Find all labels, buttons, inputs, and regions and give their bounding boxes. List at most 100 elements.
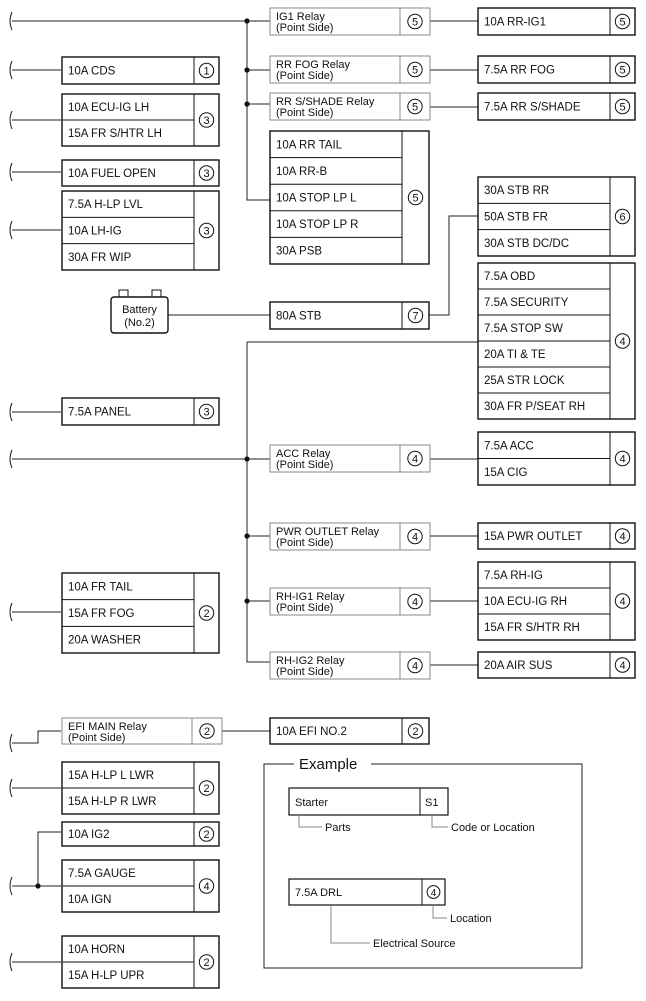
fuse-name: 10A IGN	[68, 894, 111, 906]
fuse-location-circle	[614, 528, 631, 544]
fuse-group: 7.5A PANEL 3	[61, 397, 220, 426]
relay-side: (Point Side)	[276, 107, 333, 119]
fuse-location: 1	[203, 66, 209, 78]
fuse-box	[61, 572, 220, 654]
battery-label: Battery	[122, 304, 157, 316]
relay-frame	[61, 717, 223, 745]
relay-location: 5	[412, 65, 418, 77]
fuse-location: 4	[203, 881, 209, 893]
fuse-location-circle	[407, 307, 424, 324]
fuse-name: 7.5A STOP SW	[484, 323, 563, 335]
fuse-location: 7	[412, 311, 418, 323]
fuse-location-circle	[198, 62, 215, 79]
fuse-location: 3	[203, 407, 209, 419]
connection-lines	[12, 20, 478, 963]
fuse-name: 15A H-LP R LWR	[68, 796, 156, 808]
fuse-name: 10A ECU-IG RH	[484, 596, 567, 608]
fuse-box	[477, 7, 636, 36]
relay-name: RR FOG Relay	[276, 59, 350, 71]
fuse-location: 2	[203, 783, 209, 795]
relay-frame	[269, 522, 431, 551]
legend-part-name: Starter	[295, 797, 328, 809]
fuse-location: 2	[203, 957, 209, 969]
fuse-box	[61, 159, 220, 187]
fuse-name: 7.5A PANEL	[68, 407, 132, 419]
relay-frame	[269, 587, 431, 616]
relay-location: 4	[412, 661, 418, 673]
fuse-box	[477, 522, 636, 550]
fuse-location: 5	[619, 65, 625, 77]
relay-location: 4	[412, 597, 418, 609]
fuse-name: 30A STB DC/DC	[484, 238, 569, 250]
legend-source-label: Electrical Source	[373, 938, 456, 950]
fuse-name: 7.5A OBD	[484, 271, 535, 283]
relay-box: RR FOG Relay(Point Side) 5	[269, 55, 431, 84]
fuse-group: 10A RR-IG1 5	[477, 7, 636, 36]
relay-name: RH-IG2 Relay	[276, 655, 345, 667]
fuse-name: 10A EFI NO.2	[276, 726, 347, 738]
relay-frame	[269, 55, 431, 84]
fuse-box	[61, 821, 220, 847]
legend-title: Example	[299, 756, 357, 773]
relay-location-circle	[407, 13, 423, 30]
relay-box: RH-IG1 Relay(Point Side)4	[269, 587, 431, 616]
relay-location-circle	[407, 450, 423, 467]
relay-location: 4	[412, 532, 418, 544]
fuse-box	[477, 92, 636, 121]
fuse-box	[477, 176, 636, 257]
fuse-name: 15A PWR OUTLET	[484, 531, 582, 543]
relay-location: 5	[412, 17, 418, 29]
fuse-box	[61, 397, 220, 426]
relay-side: (Point Side)	[276, 70, 333, 82]
fuse-box	[477, 55, 636, 84]
relay-frame	[269, 651, 431, 680]
relay-side: (Point Side)	[68, 732, 125, 744]
relay-name: PWR OUTLET Relay	[276, 526, 380, 538]
relay-side: (Point Side)	[276, 537, 333, 549]
fuse-name: 30A STB RR	[484, 185, 549, 197]
fuse-name: 10A FUEL OPEN	[68, 168, 156, 180]
fuse-name: 10A RR-IG1	[484, 17, 546, 29]
fuse-name: 30A FR WIP	[68, 252, 132, 264]
fuse-name: 10A FR TAIL	[68, 581, 133, 593]
battery-sublabel: (No.2)	[124, 317, 155, 329]
fuse-name: 10A ECU-IG LH	[68, 102, 149, 114]
fuse-location-circle	[198, 878, 215, 894]
relay-name: RR S/SHADE Relay	[276, 96, 375, 108]
fuse-location-circle	[198, 222, 215, 239]
fuse-location-circle	[198, 403, 215, 420]
fuse-location-circle	[614, 657, 631, 673]
fuse-location: 4	[619, 454, 625, 466]
fuse-name: 50A STB FR	[484, 212, 548, 224]
fuse-location-circle	[614, 450, 631, 467]
fuse-location: 5	[619, 17, 625, 29]
relay-name: IG1 Relay	[276, 11, 325, 23]
relay-name: ACC Relay	[276, 448, 331, 460]
fuse-name: 7.5A SECURITY	[484, 297, 569, 309]
fuse-name: 10A LH-IG	[68, 226, 122, 238]
relay-box: ACC Relay(Point Side)4	[269, 444, 431, 473]
relay-location-circle	[407, 593, 423, 610]
fuse-location-circle	[198, 605, 215, 621]
fuse-name: 15A CIG	[484, 467, 528, 479]
relay-frame	[269, 92, 431, 121]
relay-boxes: IG1 Relay(Point Side)5RR FOG Relay(Point…	[61, 7, 431, 745]
fuse-location: 3	[203, 115, 209, 127]
fuse-location-circle	[198, 780, 215, 796]
relay-location-circle	[199, 723, 215, 739]
fuse-location-circle	[407, 189, 424, 206]
fuse-location-circle	[198, 954, 215, 970]
legend-location-label: Location	[450, 913, 492, 925]
fuse-location: 6	[619, 212, 625, 224]
fuse-name: 15A FR FOG	[68, 608, 135, 620]
